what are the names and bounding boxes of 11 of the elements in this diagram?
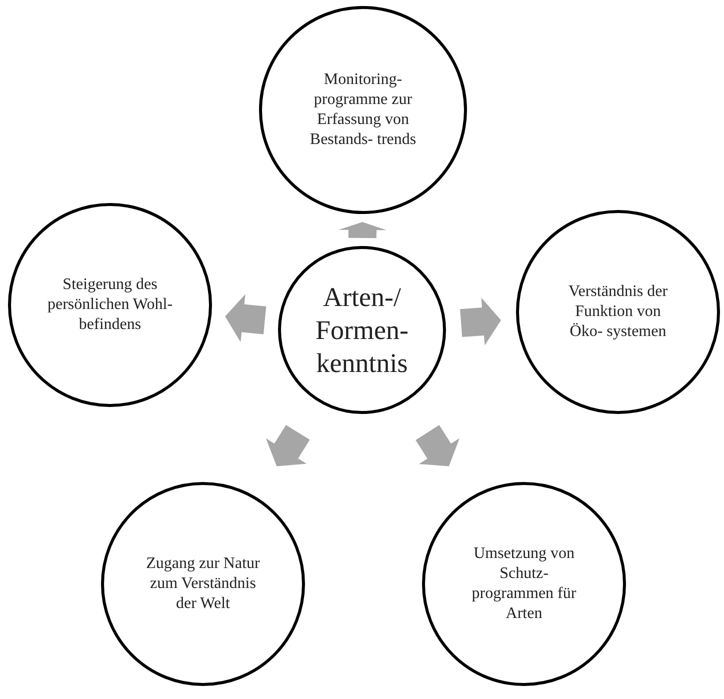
node-label: Monitoring- programme zur Erfassung von Bestands- trends [308,70,418,150]
node-label: Steigerung des persönlichen Wohl- befindens [46,275,174,335]
block-arrow [460,298,501,346]
node-label: Arten-/ Formen- kenntnis [314,280,410,380]
block-arrow [266,425,310,466]
node-label: Umsetzung von Schutz- programmen für Arten [470,544,578,624]
block-arrow [225,294,266,342]
node-label: Verständnis der Funktion von Öko- systemen [567,282,669,342]
block-arrow [338,222,386,238]
block-arrow [416,425,460,466]
node-label: Zugang zur Natur zum Verständnis der Welt [145,554,261,614]
